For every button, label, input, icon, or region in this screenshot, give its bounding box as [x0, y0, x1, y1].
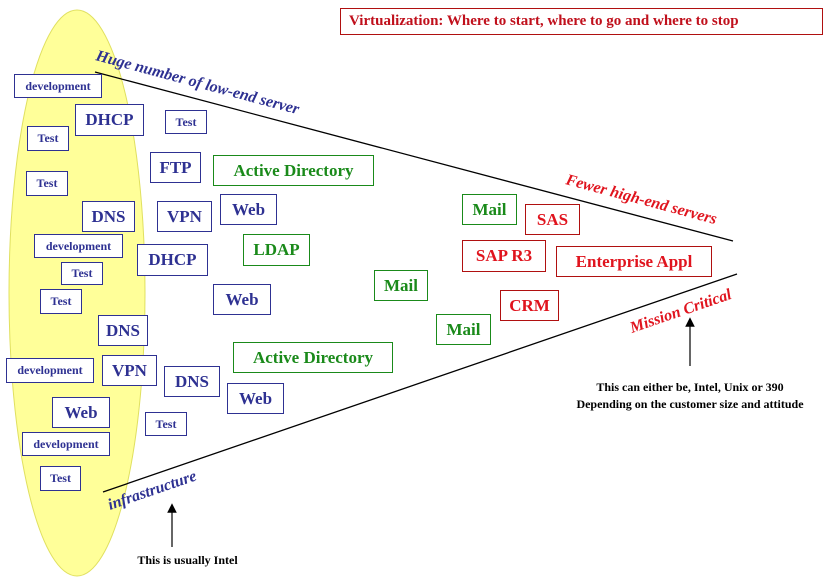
funnel-bottom-line: [102, 273, 738, 493]
box-dns-1: DNS: [82, 201, 135, 232]
box-development-2: development: [34, 234, 123, 258]
label-fewer-high-end: Fewer high-end servers: [563, 171, 719, 228]
box-dns-3: DNS: [164, 366, 220, 397]
box-web-2: Web: [213, 284, 271, 315]
note-intel-unix-390: This can either be, Intel, Unix or 390: [596, 380, 784, 394]
box-test-1: Test: [165, 110, 207, 134]
box-development-1: development: [14, 74, 102, 98]
box-active-directory-2: Active Directory: [233, 342, 393, 373]
box-crm: CRM: [500, 290, 559, 321]
box-development-4: development: [22, 432, 110, 456]
box-test-7: Test: [40, 466, 81, 491]
box-sas: SAS: [525, 204, 580, 235]
note-usually-intel: This is usually Intel: [137, 553, 238, 567]
box-mail-1: Mail: [462, 194, 517, 225]
box-active-directory-1: Active Directory: [213, 155, 374, 186]
box-development-3: development: [6, 358, 94, 383]
box-vpn-2: VPN: [102, 355, 157, 386]
box-test-5: Test: [40, 289, 82, 314]
title-box: Virtualization: Where to start, where to…: [340, 8, 823, 35]
box-test-6: Test: [145, 412, 187, 436]
box-test-4: Test: [61, 262, 103, 285]
box-test-2: Test: [27, 126, 69, 151]
box-vpn-1: VPN: [157, 201, 212, 232]
funnel-top-line: [94, 71, 734, 242]
box-mail-3: Mail: [436, 314, 491, 345]
box-dhcp-2: DHCP: [137, 244, 208, 276]
box-ftp: FTP: [150, 152, 201, 183]
box-web-3: Web: [227, 383, 284, 414]
box-enterprise-appl: Enterprise Appl: [556, 246, 712, 277]
box-mail-2: Mail: [374, 270, 428, 301]
box-web-4: Web: [52, 397, 110, 428]
note-customer-size: Depending on the customer size and attit…: [576, 397, 804, 411]
box-ldap: LDAP: [243, 234, 310, 266]
box-web-1: Web: [220, 194, 277, 225]
box-sap-r3: SAP R3: [462, 240, 546, 272]
box-dhcp-1: DHCP: [75, 104, 144, 136]
box-dns-2: DNS: [98, 315, 148, 346]
box-test-3: Test: [26, 171, 68, 196]
